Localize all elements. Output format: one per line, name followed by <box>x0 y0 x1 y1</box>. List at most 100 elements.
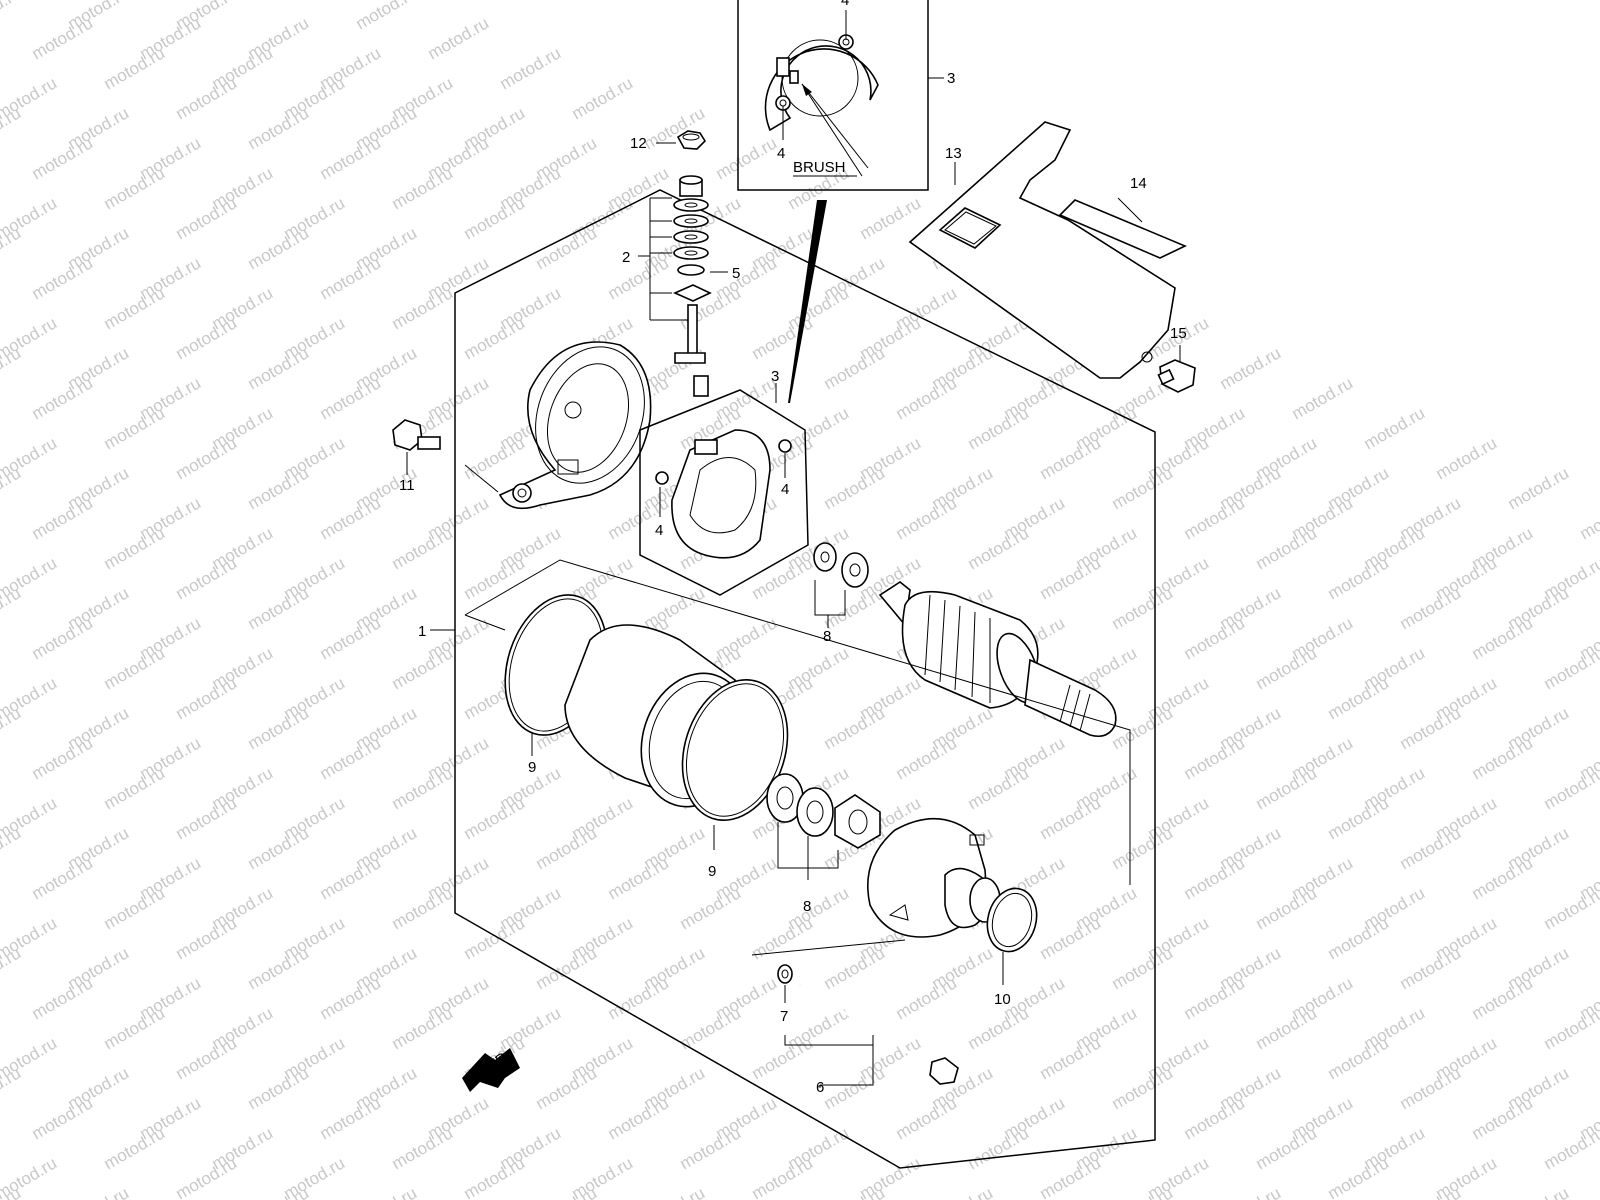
watermark-text: motod.ru <box>461 433 529 483</box>
watermark-text: motod.ru <box>389 163 457 213</box>
callout-2: 2 <box>622 249 630 266</box>
watermark-text: motod.ru <box>533 1183 601 1200</box>
watermark-text: motod.ru <box>1109 1063 1177 1113</box>
washer-7 <box>777 964 793 984</box>
watermark-text: motod.ru <box>1253 763 1321 813</box>
watermark-text: motod.ru <box>101 403 169 453</box>
watermark-text: motod.ru <box>1469 853 1537 903</box>
watermark-text: motod.ru <box>1181 973 1249 1023</box>
watermark-text: motod.ru <box>101 643 169 693</box>
watermark-text: motod.ru <box>1253 643 1321 693</box>
brush-label: BRUSH <box>793 159 846 176</box>
watermark-text: motod.ru <box>821 463 889 513</box>
watermark-text: motod.ru <box>1541 1123 1600 1173</box>
watermark-text: motod.ru <box>1109 823 1177 873</box>
watermark-text: motod.ru <box>1433 433 1501 483</box>
washers-8-upper <box>813 542 869 588</box>
callout-9-left: 9 <box>528 759 536 776</box>
watermark-text: motod.ru <box>425 13 493 63</box>
watermark-text: motod.ru <box>1253 1123 1321 1173</box>
watermark-text: motod.ru <box>0 0 24 33</box>
callout-6: 6 <box>816 1079 824 1096</box>
watermark-text: motod.ru <box>245 1063 313 1113</box>
callout-8-lower: 8 <box>803 898 811 915</box>
watermark-text: motod.ru <box>173 793 241 843</box>
watermark-text: motod.ru <box>353 1183 421 1200</box>
bolt-11 <box>392 419 441 451</box>
terminal-washer-stack <box>673 175 712 397</box>
callout-13: 13 <box>945 145 962 162</box>
watermark-text: motod.ru <box>1037 1153 1105 1200</box>
watermark-text: motod.ru <box>101 163 169 213</box>
watermark-text: motod.ru <box>317 1093 385 1143</box>
o-ring-10 <box>986 887 1038 953</box>
watermark-text: motod.ru <box>713 133 781 183</box>
watermark-text: motod.ru <box>389 763 457 813</box>
watermark-text: motod.ru <box>353 0 421 33</box>
callout-12: 12 <box>630 135 647 152</box>
watermark-text: motod.ru <box>245 223 313 273</box>
watermark-text: motod.ru <box>1109 943 1177 993</box>
watermark-text: motod.ru <box>605 1093 673 1143</box>
callout-5: 5 <box>732 265 740 282</box>
callout-2-bracket <box>638 197 728 321</box>
watermark-text: motod.ru <box>173 1033 241 1083</box>
watermark-text: motod.ru <box>101 43 169 93</box>
callout-4-left: 4 <box>655 522 663 539</box>
watermark-text: motod.ru <box>245 943 313 993</box>
watermark-text: motod.ru <box>965 1003 1033 1053</box>
watermark-text: motod.ru <box>389 283 457 333</box>
watermark-text: motod.ru <box>317 493 385 543</box>
watermark-text: motod.ru <box>461 913 529 963</box>
watermark-text: motod.ru <box>1109 583 1177 633</box>
watermark-text: motod.ru <box>1289 373 1357 423</box>
watermark-text: motod.ru <box>317 253 385 303</box>
watermark-text: motod.ru <box>173 193 241 243</box>
watermark-text: motod.ru <box>1253 883 1321 933</box>
armature <box>878 581 1117 738</box>
watermark-text: motod.ru <box>929 1183 997 1200</box>
watermark-text: motod.ru <box>245 343 313 393</box>
watermark-text: motod.ru <box>1037 433 1105 483</box>
watermark-text: motod.ru <box>1325 673 1393 723</box>
watermark-text: motod.ru <box>1505 463 1573 513</box>
watermark-text: motod.ru <box>1109 703 1177 753</box>
callout-15: 15 <box>1170 325 1187 342</box>
through-bolt-6 <box>799 983 959 1085</box>
watermark-text: motod.ru <box>749 1033 817 1083</box>
callout-1: 1 <box>418 623 426 640</box>
watermark-text: motod.ru <box>1181 493 1249 543</box>
watermark-text: motod.ru <box>245 823 313 873</box>
watermark-text: motod.ru <box>1541 1003 1600 1053</box>
watermark-text: motod.ru <box>605 973 673 1023</box>
watermark-text: motod.ru <box>1037 913 1105 963</box>
o-ring-9-right <box>681 679 789 821</box>
watermark-text: motod.ru <box>29 853 97 903</box>
watermark-text: motod.ru <box>821 703 889 753</box>
watermark-text: motod.ru <box>965 1123 1033 1173</box>
watermark-text: motod.ru <box>1325 1153 1393 1200</box>
washers-8-lower <box>766 773 881 849</box>
watermark-text: motod.ru <box>821 943 889 993</box>
watermark-text: motod.ru <box>641 1183 709 1200</box>
watermark-text: motod.ru <box>173 553 241 603</box>
callout-10: 10 <box>994 991 1011 1008</box>
brush-holder-3 <box>639 389 809 596</box>
watermark-text: motod.ru <box>317 613 385 663</box>
watermark-text: motod.ru <box>1469 1093 1537 1143</box>
watermark-text: motod.ru <box>1037 553 1105 603</box>
watermark-text: motod.ru <box>317 973 385 1023</box>
watermark-text: motod.ru <box>1325 793 1393 843</box>
callout-8-upper: 8 <box>823 628 831 645</box>
watermark-text: motod.ru <box>569 73 637 123</box>
watermark-text: motod.ru <box>101 523 169 573</box>
watermark-text: motod.ru <box>1397 703 1465 753</box>
watermark-text: motod.ru <box>1037 1033 1105 1083</box>
brush-pointer <box>801 83 869 177</box>
watermark-text: motod.ru <box>1397 1183 1465 1200</box>
watermark-text: motod.ru <box>1253 1003 1321 1053</box>
watermark-text: motod.ru <box>1397 943 1465 993</box>
watermark-text: motod.ru <box>1469 613 1537 663</box>
callout-9-right: 9 <box>708 863 716 880</box>
watermark-text: motod.ru <box>533 943 601 993</box>
